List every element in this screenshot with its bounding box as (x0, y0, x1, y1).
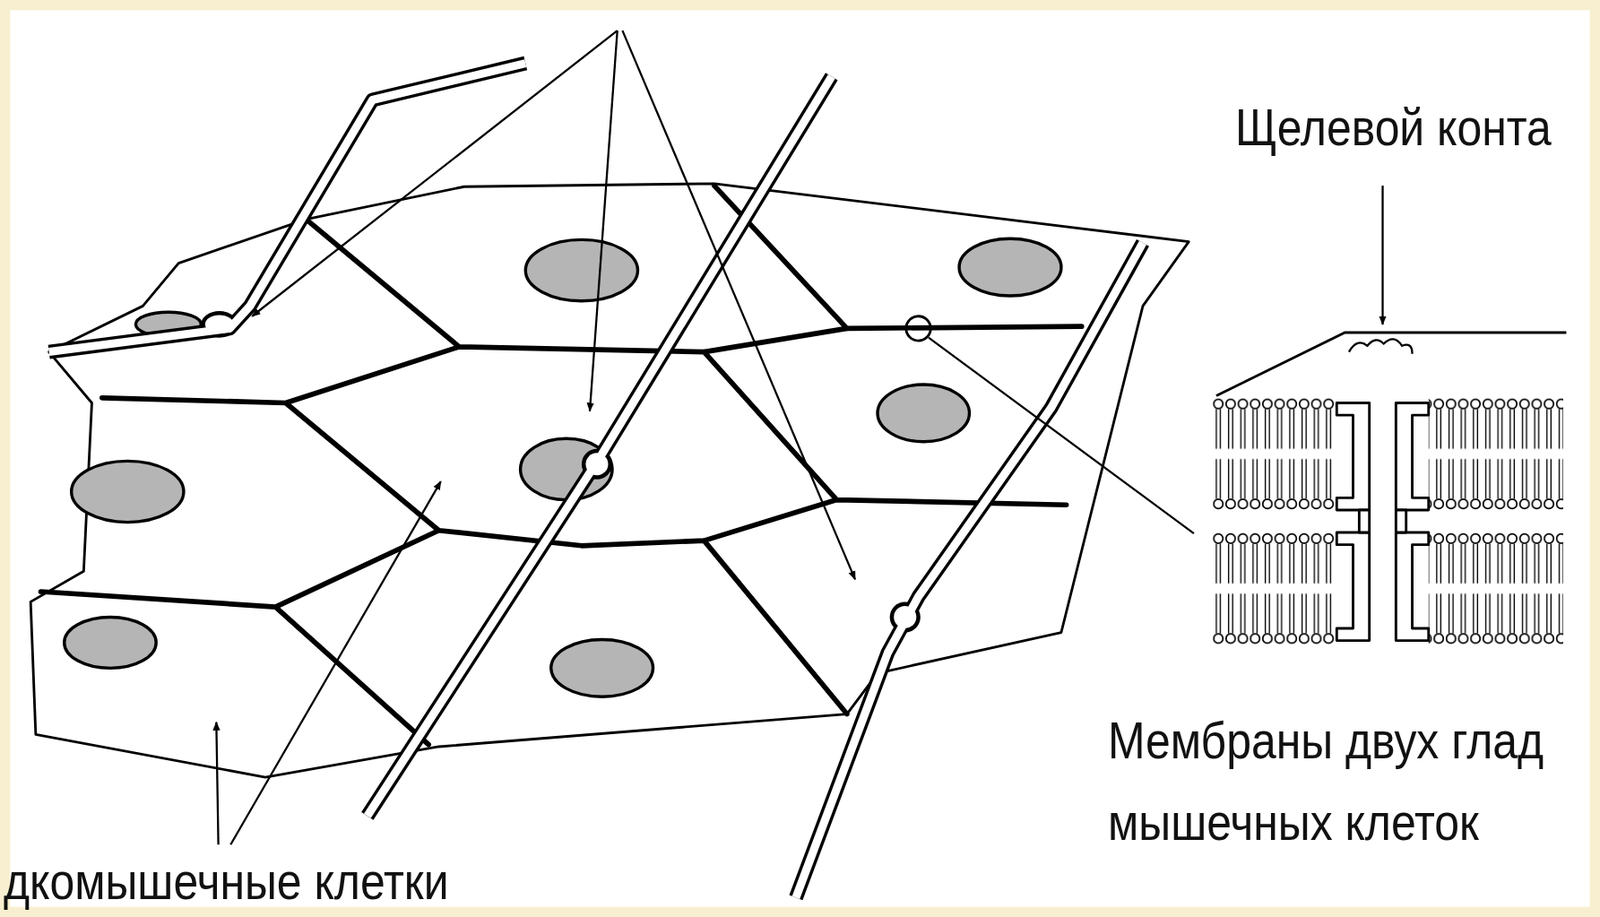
nucleus (64, 616, 156, 668)
connexon-link (1358, 510, 1369, 533)
nucleus (551, 639, 654, 697)
cell-sheet (30, 183, 1189, 778)
leader-arrow (589, 30, 618, 411)
nuclei (64, 238, 1062, 697)
connexon-link (1395, 510, 1406, 533)
nerve-fibre (49, 63, 527, 353)
leader-arrow (230, 481, 442, 845)
channel-pore (1369, 402, 1397, 640)
nerve-fibres (49, 63, 1143, 899)
inset-edge (1216, 332, 1566, 397)
lipid-bilayer (1428, 397, 1564, 511)
lipid-bilayer (1211, 397, 1335, 511)
lipid-bilayer (1211, 532, 1335, 645)
connexon (1395, 532, 1428, 641)
label-text: Мембраны двух глад мышечных клеток (1107, 699, 1586, 863)
label-text: дкомышечные клетки (3, 849, 450, 913)
nucleus (959, 238, 1062, 296)
label-text: Щелевой конта (1235, 95, 1552, 159)
leader-arrow (251, 30, 618, 317)
leader-line (928, 337, 1194, 534)
nucleus (525, 239, 638, 301)
leader-arrow (622, 30, 856, 580)
nerve-fibre (367, 76, 832, 816)
leader-arrow (1381, 185, 1384, 325)
gap-junction-inset (1211, 332, 1566, 645)
page-ground (9, 9, 1590, 907)
nucleus (71, 460, 184, 522)
nucleus (877, 384, 969, 442)
connexon (1336, 532, 1369, 641)
lipid-bilayer (1428, 532, 1564, 645)
sheet-outline (30, 183, 1189, 778)
nerve-fibre (795, 242, 1143, 899)
channel-top (1349, 338, 1413, 355)
cell-boundaries (41, 185, 1082, 745)
connexon (1336, 402, 1369, 510)
junction-marker (906, 316, 931, 341)
connexon (1395, 402, 1428, 510)
leader-arrow (216, 722, 218, 846)
